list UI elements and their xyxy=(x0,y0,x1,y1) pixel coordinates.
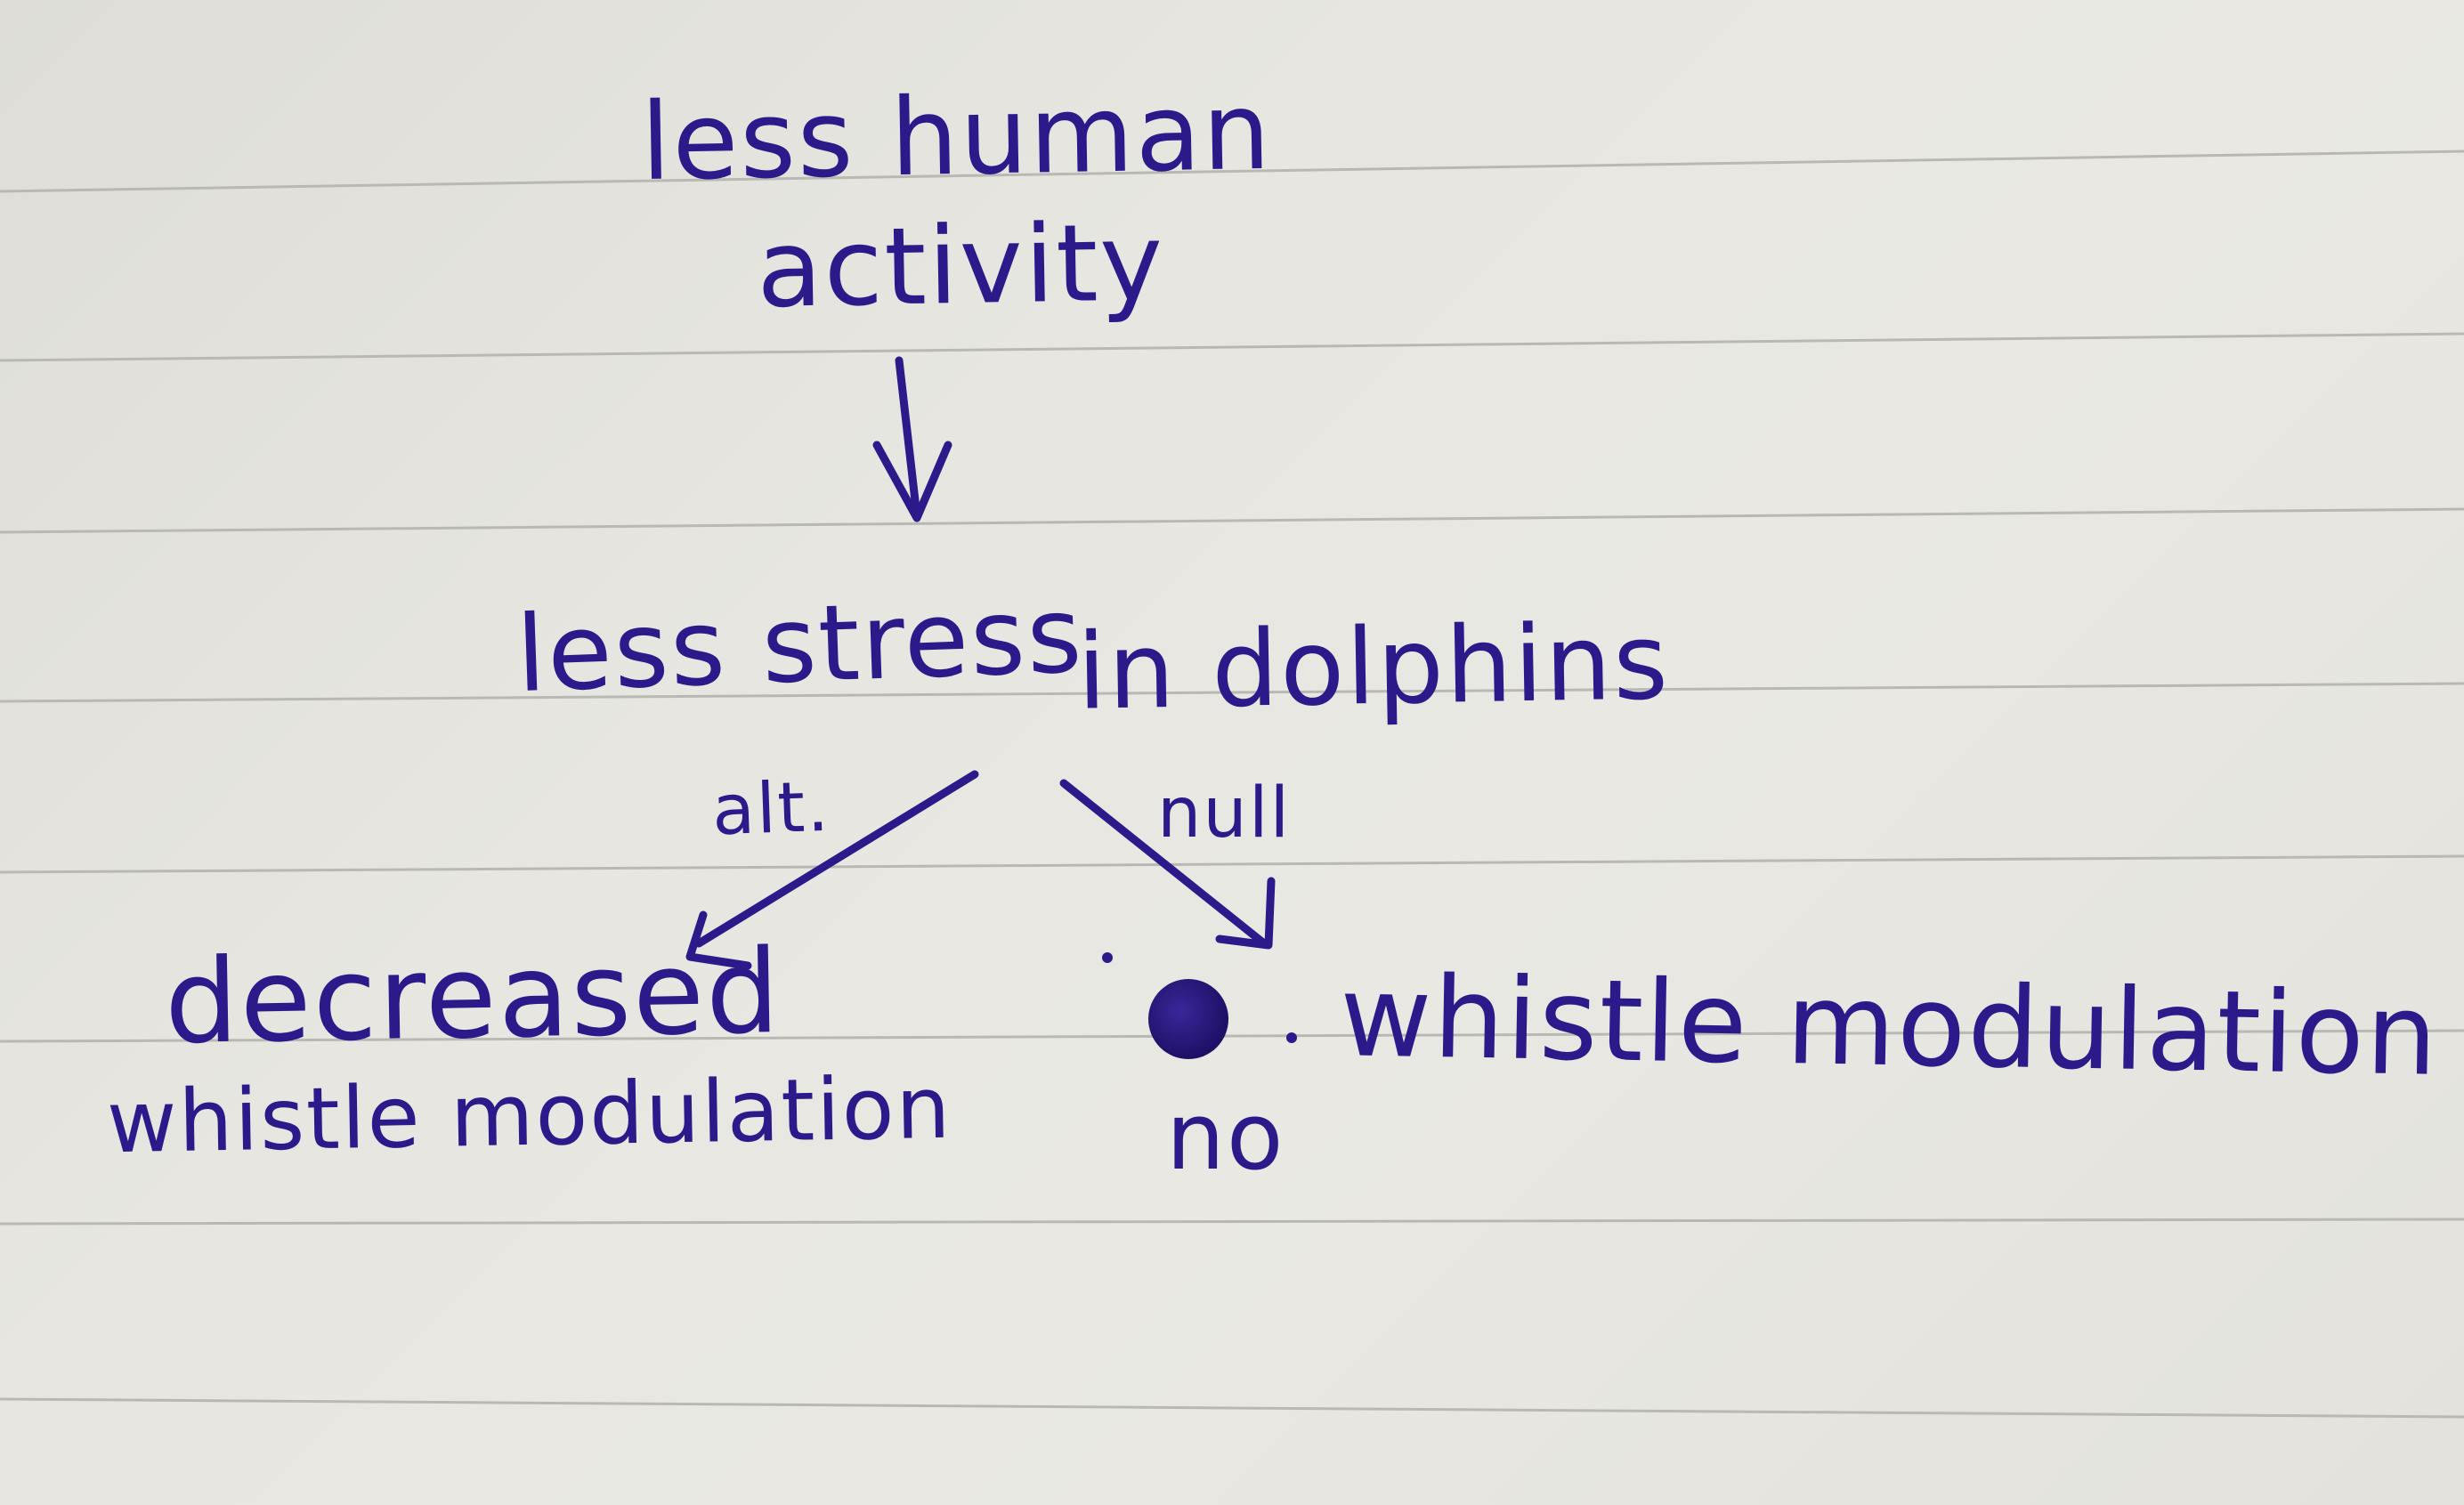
left-outcome-line2: whistle modulation xyxy=(106,1057,953,1173)
stray-dot xyxy=(1102,952,1113,963)
middle-node-part1: less stress xyxy=(514,572,1086,716)
down-arrow xyxy=(872,356,952,522)
null-branch-label: null xyxy=(1157,773,1292,854)
top-node-line2: activity xyxy=(755,201,1166,332)
stray-dot xyxy=(1286,1032,1297,1043)
alt-branch-label: alt. xyxy=(710,766,832,852)
scribbled-out-blot xyxy=(1148,979,1228,1059)
left-outcome-line1: decreased xyxy=(163,923,782,1071)
alt-arrow xyxy=(685,770,979,970)
right-outcome-prefix: no xyxy=(1166,1082,1285,1191)
right-outcome-line1: whistle modulation xyxy=(1338,951,2440,1101)
top-node-line1: less human xyxy=(639,69,1274,206)
null-arrow xyxy=(1059,779,1276,950)
middle-node-part2: in dolphins xyxy=(1075,600,1671,733)
